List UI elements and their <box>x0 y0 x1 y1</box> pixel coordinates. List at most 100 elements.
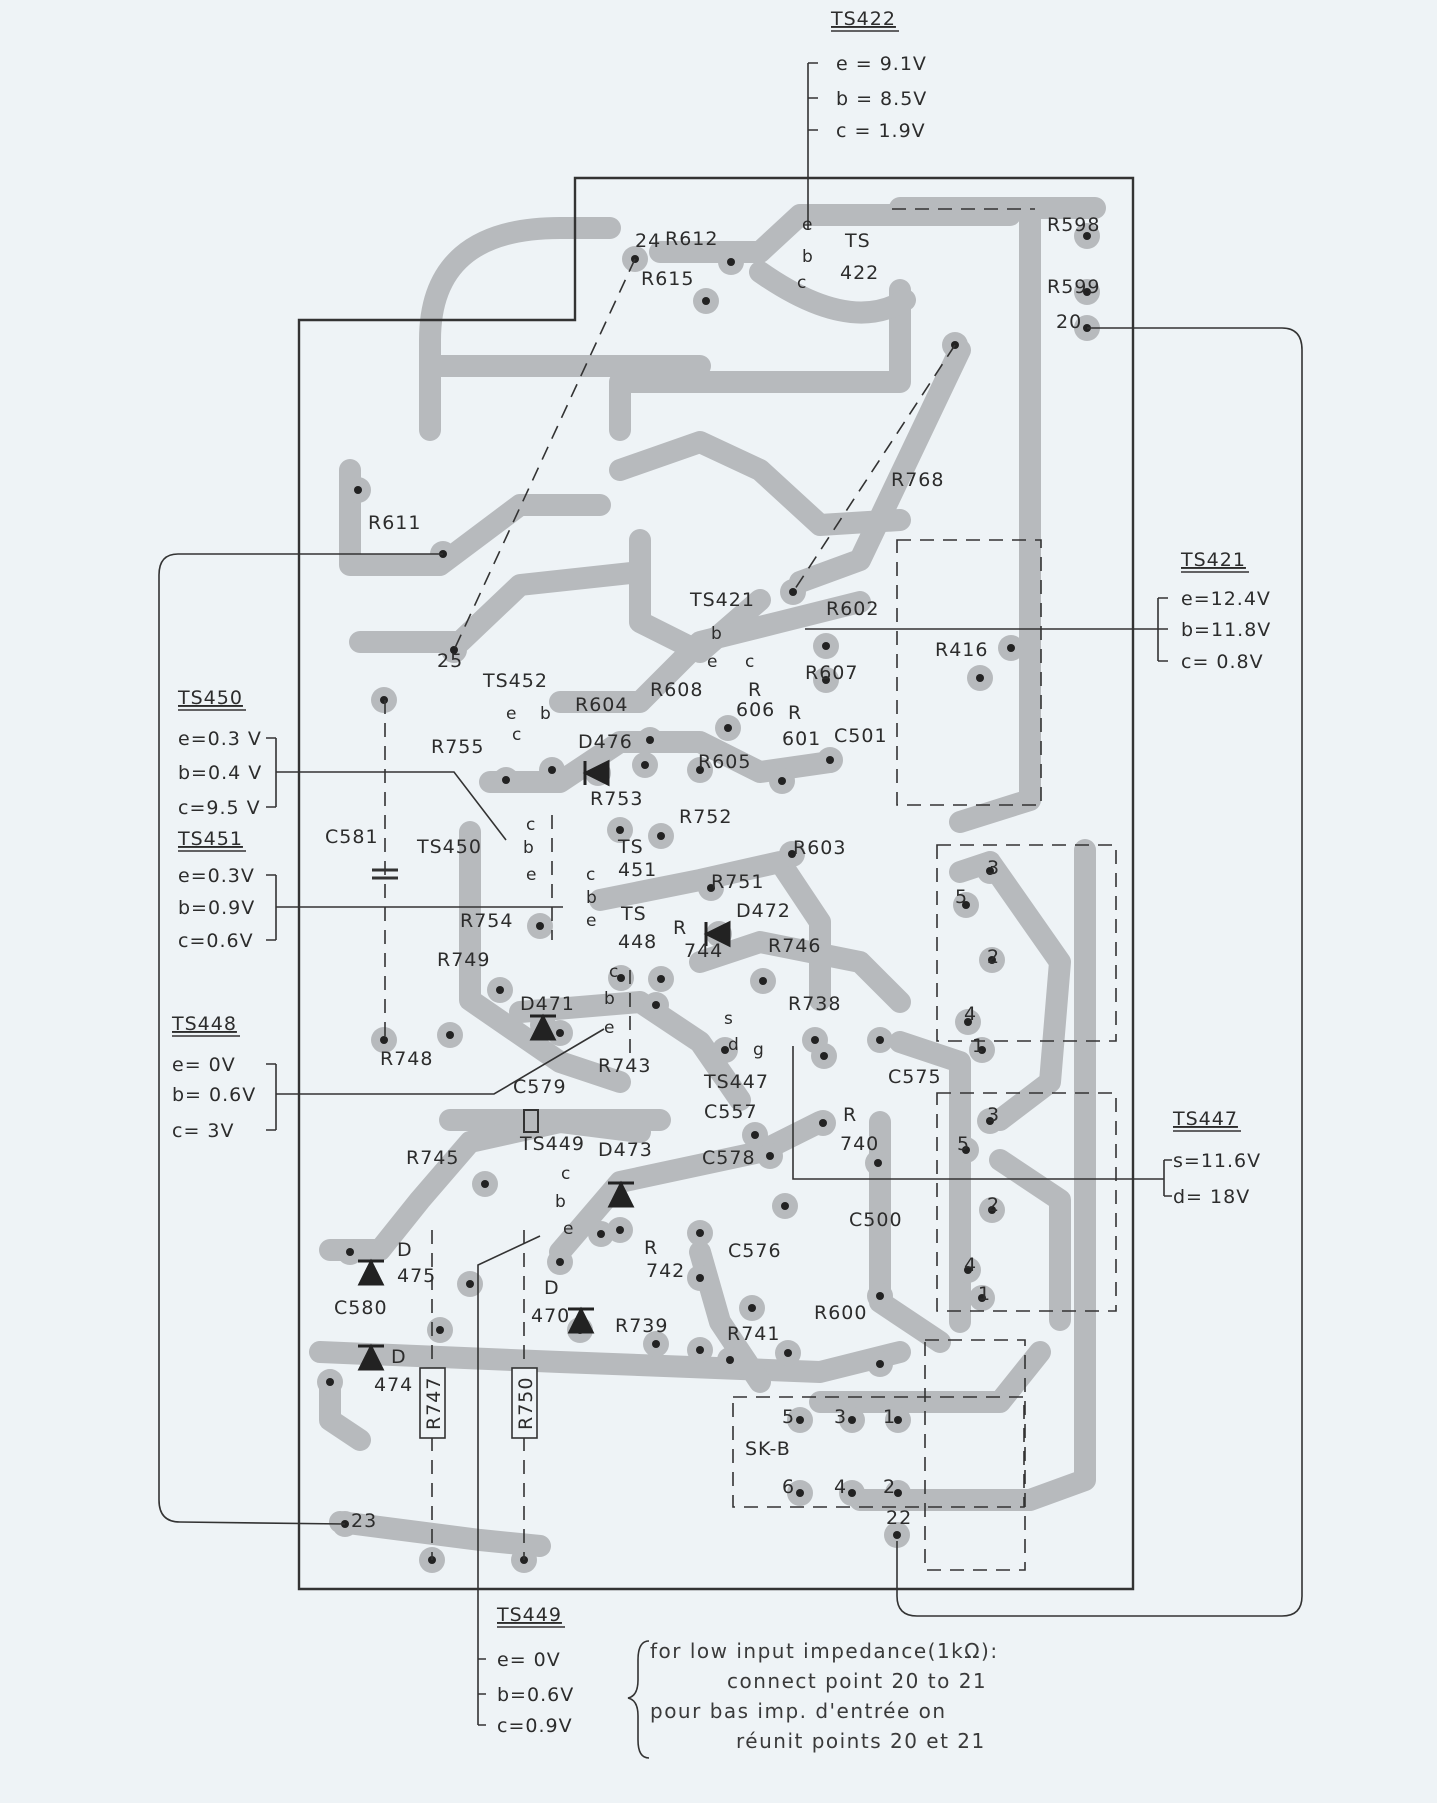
callout-ts451-title: TS451 <box>177 828 243 850</box>
pin-ts451-1: b <box>586 888 597 908</box>
label-r750: R750 <box>515 1377 537 1430</box>
label-d476: D476 <box>578 731 633 753</box>
pad-hole <box>616 1226 624 1234</box>
label-d473: D473 <box>598 1139 653 1161</box>
label-sk3: 3 <box>834 1406 847 1428</box>
pad-hole <box>811 1036 819 1044</box>
pin-ts449-1: b <box>555 1192 566 1212</box>
label-r755: R755 <box>431 736 484 758</box>
pad-hole <box>822 642 830 650</box>
label-d470a: D <box>544 1277 560 1299</box>
pad-hole <box>652 1001 660 1009</box>
label-c580: C580 <box>334 1297 388 1319</box>
label-ts449: TS449 <box>519 1133 585 1155</box>
label-sk5: 5 <box>782 1406 795 1428</box>
label-ts448b: 448 <box>618 931 657 953</box>
pad-hole <box>876 1036 884 1044</box>
label-r602: R602 <box>826 598 879 620</box>
label-r606b: 606 <box>736 699 775 721</box>
note-line: connect point 20 to 21 <box>727 1669 987 1693</box>
pin-ts421-1: e <box>707 652 717 672</box>
label-r740b: 740 <box>840 1133 879 1155</box>
callout-ts421-line: c= 0.8V <box>1181 651 1264 673</box>
label-ts422a: TS <box>844 230 871 252</box>
label-r743: R743 <box>598 1055 651 1077</box>
pad-hole <box>496 986 504 994</box>
pad-hole <box>978 1046 986 1054</box>
pad-hole <box>986 867 994 875</box>
pin-ts452-0: e <box>506 704 516 724</box>
note-line: pour bas imp. d'entrée on <box>650 1699 947 1723</box>
pad-hole <box>616 826 624 834</box>
label-r607: R607 <box>805 662 858 684</box>
callout-ts422-line: e = 9.1V <box>836 53 927 75</box>
pin-ts421-2: c <box>745 652 754 672</box>
callout-ts421-title: TS421 <box>1180 549 1246 571</box>
pad-hole <box>784 1349 792 1357</box>
pad-hole <box>450 646 458 654</box>
pad-hole <box>724 724 732 732</box>
pad-hole <box>502 776 510 784</box>
label-r608: R608 <box>650 679 703 701</box>
label-r605: R605 <box>698 751 751 773</box>
label-ca3: 3 <box>987 857 1000 879</box>
pad-hole <box>962 1146 970 1154</box>
pin-ts448-2: e <box>604 1018 614 1038</box>
pad-hole <box>978 1294 986 1302</box>
pad-hole <box>778 777 786 785</box>
label-c579: C579 <box>513 1076 567 1098</box>
label-r753: R753 <box>590 788 643 810</box>
impedance-note: for low input impedance(1kΩ):connect poi… <box>650 1639 997 1753</box>
label-d472: D472 <box>736 900 791 922</box>
pad-hole <box>652 1340 660 1348</box>
pin-ts422-2: c <box>797 273 806 293</box>
pad-hole <box>380 696 388 704</box>
pin-ts449-0: c <box>561 1164 570 1184</box>
label-r748: R748 <box>380 1048 433 1070</box>
pin-ts422-0: e <box>802 215 812 235</box>
label-r749: R749 <box>437 949 490 971</box>
label-ts422b: 422 <box>840 262 879 284</box>
label-p23: 23 <box>351 1510 377 1532</box>
label-ts452: TS452 <box>482 670 548 692</box>
callout-ts448-line: b= 0.6V <box>172 1084 256 1106</box>
pad-hole <box>796 1489 804 1497</box>
diode-d473-symbol <box>607 1180 635 1208</box>
callout-ts451-line: c=0.6V <box>178 930 254 952</box>
pad-hole <box>820 1052 828 1060</box>
pad-hole <box>819 1119 827 1127</box>
pad-hole <box>964 1266 972 1274</box>
pad-hole <box>796 1416 804 1424</box>
label-r738: R738 <box>788 993 841 1015</box>
label-ts451a: TS <box>617 836 644 858</box>
label-ts450: TS450 <box>416 836 482 858</box>
label-sk1: 1 <box>883 1406 896 1428</box>
label-c501: C501 <box>834 725 888 747</box>
pin-ts450-2: e <box>526 865 536 885</box>
label-ts451b: 451 <box>618 859 657 881</box>
diode-d476-symbol <box>582 759 610 787</box>
pad-hole <box>548 766 556 774</box>
label-r747: R747 <box>423 1377 445 1430</box>
pad-hole <box>556 1258 564 1266</box>
label-r604: R604 <box>575 694 628 716</box>
diode-d471-symbol <box>529 1013 557 1041</box>
label-r603: R603 <box>793 837 846 859</box>
pad-hole <box>876 1292 884 1300</box>
callout-ts450-line: e=0.3 V <box>178 728 262 750</box>
label-r611: R611 <box>368 512 421 534</box>
label-c575: C575 <box>888 1066 942 1088</box>
pin-ts421-0: b <box>711 624 722 644</box>
diode-d474-symbol <box>357 1343 385 1371</box>
pad-hole <box>696 1229 704 1237</box>
label-c576: C576 <box>728 1240 782 1262</box>
label-r746: R746 <box>768 935 821 957</box>
label-p22: 22 <box>886 1507 912 1529</box>
label-r416: R416 <box>935 639 988 661</box>
diode-d470-symbol <box>567 1306 595 1334</box>
label-sk2: 2 <box>883 1476 896 1498</box>
label-cb2: 2 <box>987 1194 1000 1216</box>
